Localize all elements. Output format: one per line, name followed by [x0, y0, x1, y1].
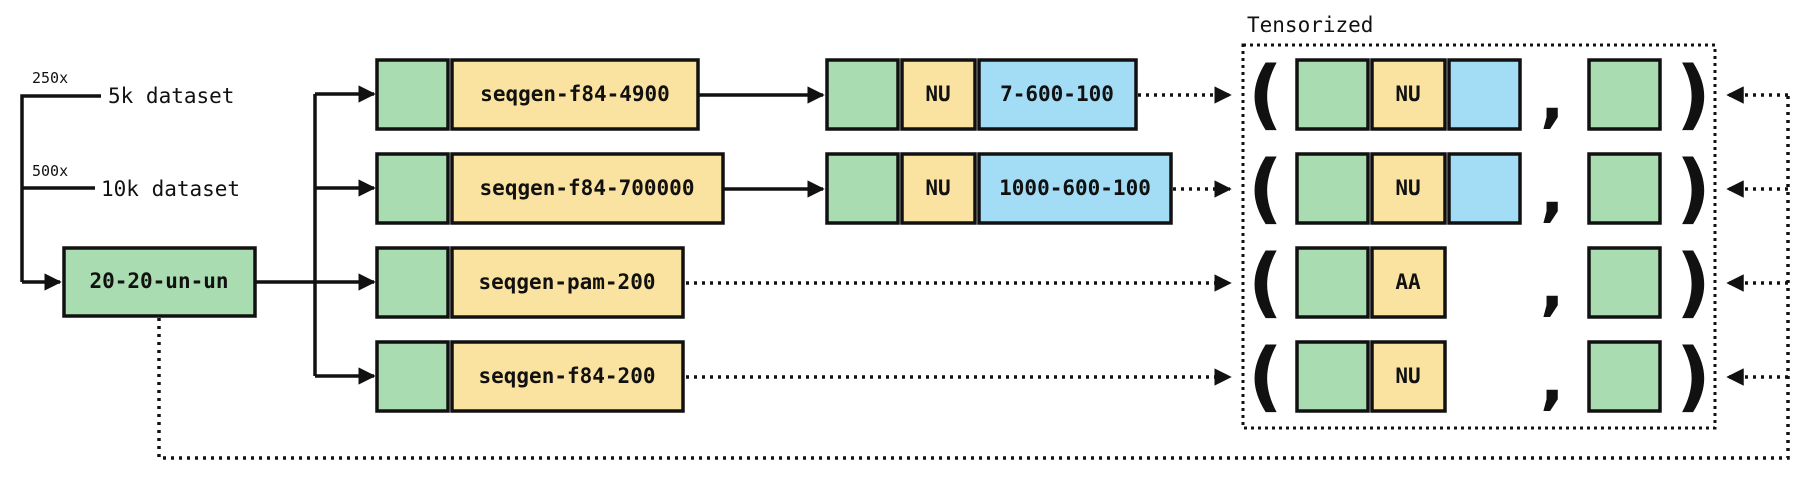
- dataset-10k: 500x 10k dataset: [32, 162, 240, 201]
- row-4-model-block: [450, 340, 685, 413]
- row-2: seqgen-f84-700000 NU 1000-600-100: [375, 152, 1232, 225]
- row-1-output-tag: [900, 58, 977, 131]
- branch-connector: [255, 85, 376, 385]
- row-3: seqgen-pam-200: [375, 246, 1232, 319]
- row-1-green-block: [375, 58, 450, 131]
- row-2-green-block: [375, 152, 450, 225]
- row-3-green-block: [375, 246, 450, 319]
- row-1-model-label: seqgen-f84-4900: [480, 82, 670, 106]
- feedback-loop: [157, 86, 1790, 460]
- dataset-5k: 250x 5k dataset: [32, 69, 234, 108]
- row-4-green-block: [375, 340, 450, 413]
- tuple-3: ( AA , ): [1248, 237, 1711, 326]
- row-2-model-label: seqgen-f84-700000: [480, 176, 695, 200]
- row-2-output-tag: [900, 152, 977, 225]
- row-1: seqgen-f84-4900 NU 7-600-100: [375, 58, 1232, 131]
- tuple-4-tag: NU: [1395, 364, 1420, 388]
- row-1-tag-label: NU: [925, 82, 950, 106]
- row-2-params-block: [977, 152, 1173, 225]
- row-2-tag-label: NU: [925, 176, 950, 200]
- tuple-4-close: ): [1676, 331, 1711, 420]
- row-1-model-block: [450, 58, 700, 131]
- row-4: seqgen-f84-200: [375, 340, 1232, 413]
- row-3-model-label: seqgen-pam-200: [478, 270, 655, 294]
- row-1-output-green: [825, 58, 900, 131]
- tuple-1-tag: NU: [1395, 82, 1420, 106]
- tuple-2-comma: ,: [1540, 156, 1564, 230]
- tensorized-group: Tensorized ( NU , ) ( NU , ) (: [1241, 13, 1717, 430]
- tuple-4: ( NU , ): [1248, 331, 1711, 420]
- row-4-model-label: seqgen-f84-200: [478, 364, 655, 388]
- dataset-5k-label: 5k dataset: [108, 84, 234, 108]
- row-1-params-label: 7-600-100: [1000, 82, 1114, 106]
- row-1-params-block: [977, 58, 1138, 131]
- tuple-2-open: (: [1248, 143, 1283, 232]
- tuple-4-comma: ,: [1540, 344, 1564, 418]
- tuple-1-open: (: [1248, 49, 1283, 138]
- tuple-2-tag: NU: [1395, 176, 1420, 200]
- row-2-params-label: 1000-600-100: [999, 176, 1151, 200]
- tuple-1-comma: ,: [1540, 62, 1564, 136]
- tuple-3-tag: AA: [1395, 270, 1421, 294]
- row-2-model-block: [450, 152, 725, 225]
- tuple-4-open: (: [1248, 331, 1283, 420]
- dataset-connector: [20, 94, 101, 291]
- source-node: 20-20-un-un: [62, 246, 257, 318]
- tuple-1: ( NU , ): [1248, 49, 1711, 138]
- tuple-1-close: ): [1676, 49, 1711, 138]
- tuple-2: ( NU , ): [1248, 143, 1711, 232]
- source-node-label: 20-20-un-un: [89, 269, 228, 293]
- tuple-2-close: ): [1676, 143, 1711, 232]
- dataset-10k-multiplier: 500x: [32, 162, 68, 180]
- row-2-output-green: [825, 152, 900, 225]
- tensorized-title: Tensorized: [1247, 13, 1373, 37]
- tuple-3-close: ): [1676, 237, 1711, 326]
- tuple-3-comma: ,: [1540, 250, 1564, 324]
- dataset-10k-label: 10k dataset: [101, 177, 240, 201]
- tuple-3-open: (: [1248, 237, 1283, 326]
- row-3-model-block: [450, 246, 685, 319]
- dataset-5k-multiplier: 250x: [32, 69, 68, 87]
